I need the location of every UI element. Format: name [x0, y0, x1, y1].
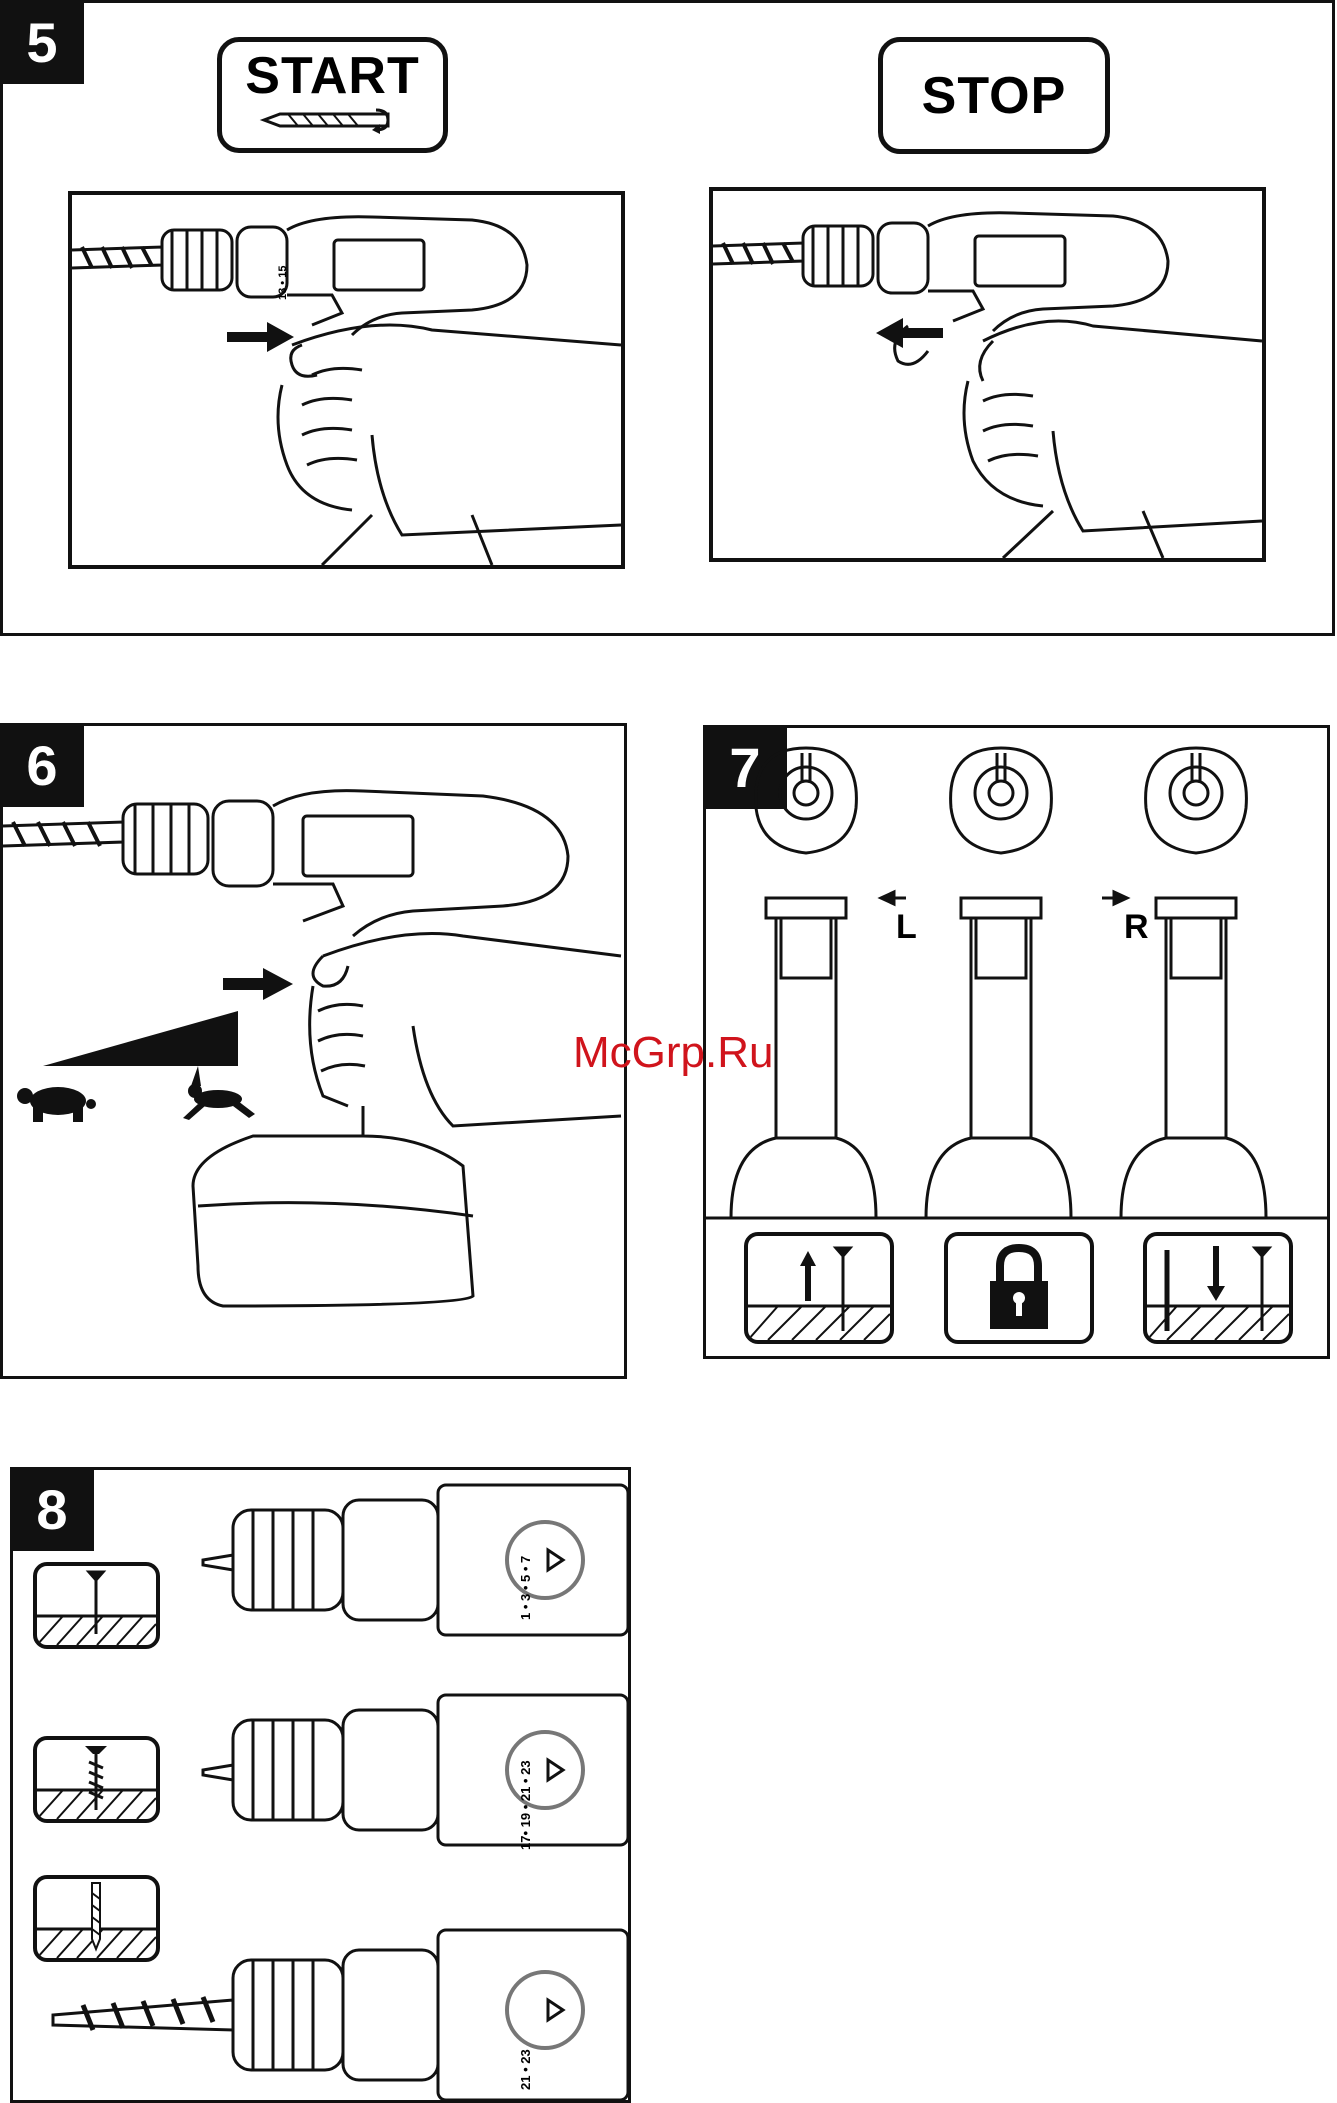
forward-mode-icon [1143, 1232, 1293, 1344]
drill-bit-rotation-icon [258, 106, 408, 134]
figure-7-panel: 7 [703, 725, 1330, 1359]
left-direction-label: L [896, 908, 917, 947]
torque-collar-numbers: 13 • 15 [277, 266, 289, 300]
torque-numbers-row2: 17• 19 • 21 • 23 [518, 1760, 533, 1850]
stop-label: STOP [922, 66, 1067, 126]
variable-speed-drawing [3, 726, 624, 1376]
reverse-mode-icon [744, 1232, 894, 1344]
lock-mode-icon [944, 1232, 1094, 1344]
figure-6-panel: 6 [0, 723, 627, 1379]
drill-trigger-pressed-drawing [72, 195, 621, 565]
large-screw-mode-icon [33, 1736, 160, 1823]
drill-mode-icon [33, 1875, 160, 1962]
right-direction-label: R [1124, 908, 1149, 947]
rabbit-icon [183, 1066, 255, 1120]
torque-numbers-row3: 21 • 23 [518, 2049, 533, 2090]
drill-stop-illustration [709, 187, 1266, 562]
figure-8-panel: 8 1 • 3 [10, 1467, 631, 2103]
torque-numbers-row1: 1 • 3 • 5 • 7 [518, 1556, 533, 1620]
start-label: START [245, 46, 419, 106]
drill-trigger-released-drawing [713, 191, 1262, 558]
stop-badge: STOP [878, 37, 1110, 154]
watermark: McGrp.Ru [573, 1028, 773, 1078]
drill-start-illustration: 13 • 15 [68, 191, 625, 569]
small-screw-mode-icon [33, 1562, 160, 1649]
turtle-icon [17, 1087, 96, 1122]
start-badge: START [217, 37, 448, 153]
figure-5-number: 5 [0, 0, 84, 84]
